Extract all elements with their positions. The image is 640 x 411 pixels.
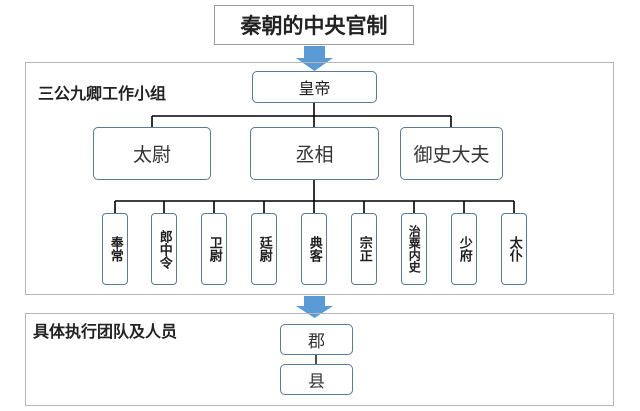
node-minister-tingwei: 廷尉 <box>251 213 277 285</box>
node-chancellor: 丞相 <box>250 127 379 180</box>
node-minister-fengchang: 奉常 <box>102 213 128 285</box>
chart-title: 秦朝的中央官制 <box>214 5 414 45</box>
group-label-2: 具体执行团队及人员 <box>33 322 178 341</box>
group-label-1: 三公九卿工作小组 <box>38 84 167 103</box>
node-minister-weiwei: 卫尉 <box>201 213 227 285</box>
group-three-lords-nine-ministers <box>25 62 614 295</box>
node-taiwei: 太尉 <box>93 127 211 180</box>
node-minister-dianke: 典客 <box>301 213 327 285</box>
node-yushi-dafu: 御史大夫 <box>400 127 503 180</box>
node-minister-zhisuneishi: 治粟内史 <box>401 213 427 285</box>
node-minister-taipu: 太仆 <box>501 213 527 285</box>
node-xian: 县 <box>280 364 353 395</box>
node-emperor: 皇帝 <box>252 71 377 103</box>
node-jun: 郡 <box>280 324 353 355</box>
node-minister-zongzheng: 宗正 <box>351 213 377 285</box>
node-minister-shaofu: 少府 <box>451 213 477 285</box>
down-arrow-1 <box>296 46 333 71</box>
group-execution-team <box>25 313 614 406</box>
node-minister-langzhongling: 郎中令 <box>151 213 177 285</box>
down-arrow-2 <box>296 296 333 318</box>
